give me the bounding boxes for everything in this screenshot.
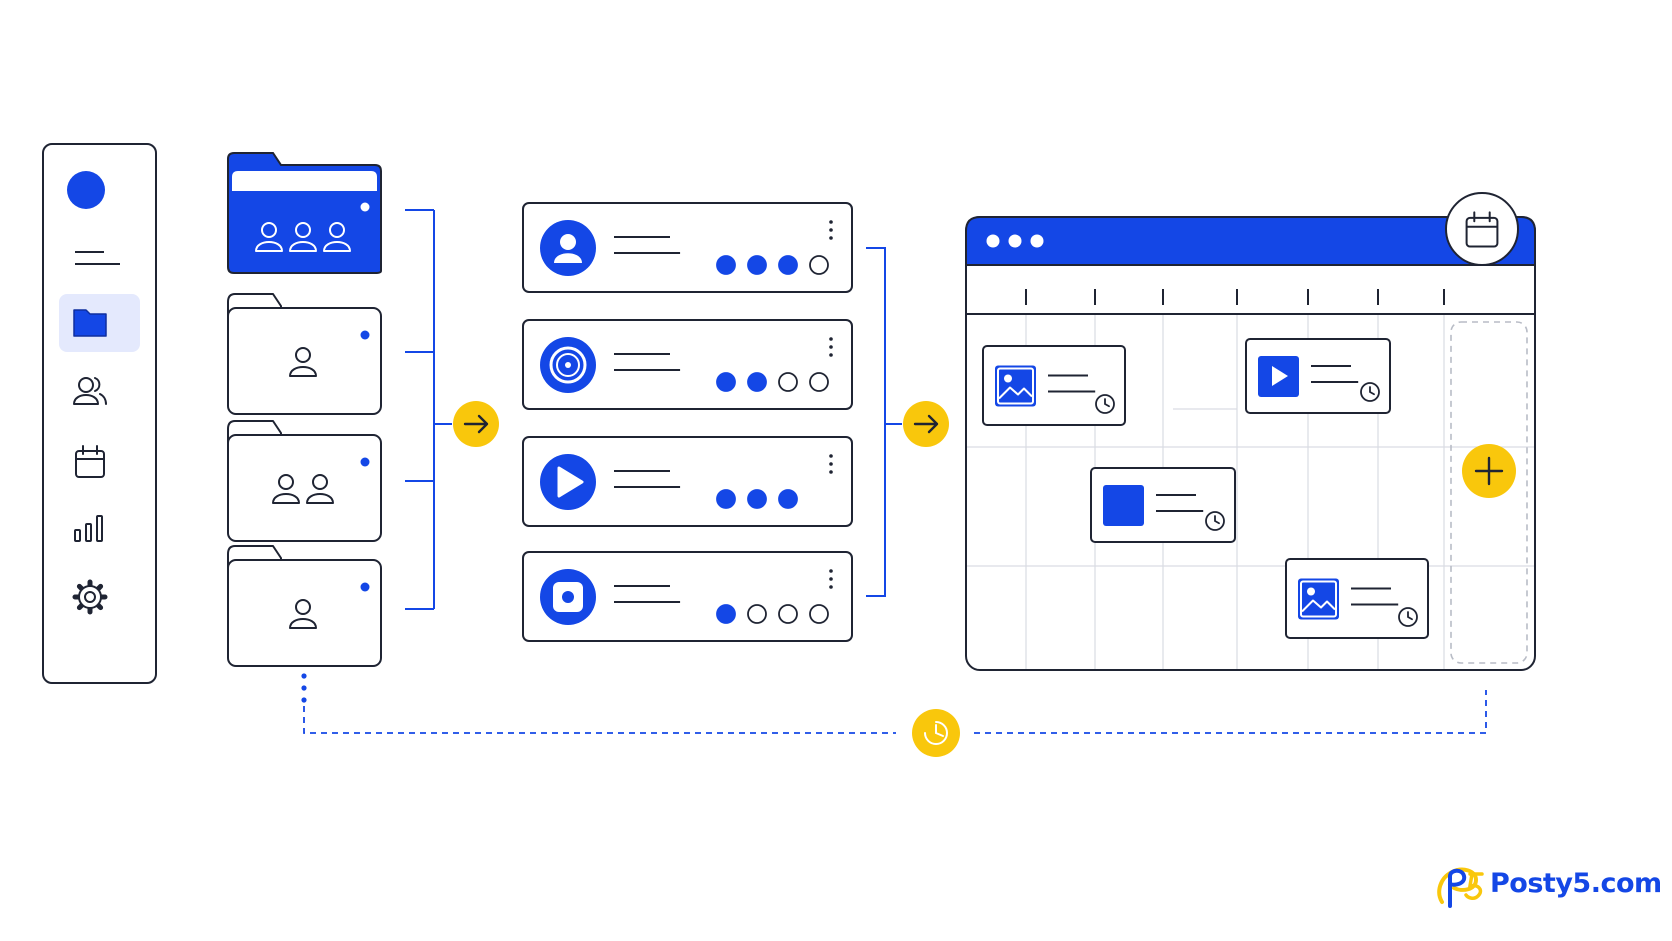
clock-icon: [1205, 511, 1225, 531]
sidebar: [42, 143, 157, 684]
window-dots: [986, 234, 1044, 248]
more-options-icon[interactable]: [829, 569, 833, 589]
folder-icon: [73, 309, 107, 337]
text-lines: [1311, 365, 1359, 383]
sidebar-item-menu-lines[interactable]: [75, 251, 120, 265]
schedule-loop: [301, 673, 1487, 757]
folder-card[interactable]: [227, 293, 382, 415]
add-slot[interactable]: [1450, 321, 1528, 664]
connectors: [405, 209, 902, 610]
text-lines: [614, 353, 681, 371]
square-icon: [1103, 485, 1144, 526]
notification-dot-icon: [360, 582, 370, 592]
image-icon: [1298, 578, 1339, 620]
more-options-icon[interactable]: [829, 337, 833, 357]
status-dots: [716, 489, 798, 509]
clock-icon: [912, 709, 960, 757]
account-card[interactable]: [522, 202, 853, 293]
person-icon: [255, 222, 283, 252]
menu-lines-icon: [75, 251, 120, 265]
folder-list: [227, 152, 382, 667]
more-options-icon[interactable]: [829, 454, 833, 474]
brand-logo[interactable]: Posty5.com: [1432, 862, 1662, 912]
calendar-icon: [75, 445, 105, 478]
text-lines: [1048, 374, 1096, 393]
bar-chart-icon: [74, 515, 103, 542]
arrow-right-icon: [903, 401, 949, 447]
clock-icon: [1095, 394, 1115, 414]
brand-mark-icon: [1437, 867, 1484, 908]
person-icon: [289, 599, 317, 629]
calendar-window: [965, 192, 1536, 671]
calendar-glyph: [75, 445, 105, 478]
circle-avatar-icon: [67, 171, 105, 209]
text-lines: [1156, 494, 1204, 512]
scheduled-posts: [982, 338, 1429, 639]
more-options-icon[interactable]: [829, 220, 833, 240]
sidebar-item-circle-avatar: [67, 171, 105, 209]
person-icon: [306, 474, 334, 504]
calendar-badge[interactable]: [1445, 192, 1519, 266]
text-lines: [614, 585, 681, 603]
play-icon: [1258, 356, 1299, 397]
scheduled-post-card[interactable]: [1245, 338, 1391, 414]
folder-card[interactable]: [227, 152, 382, 274]
status-dots: [716, 372, 829, 392]
sidebar-item-gear[interactable]: [72, 579, 108, 615]
image-icon: [995, 365, 1036, 407]
text-lines: [614, 470, 681, 488]
person-icon: [272, 474, 300, 504]
sidebar-item-folder[interactable]: [59, 294, 140, 352]
account-card[interactable]: [522, 319, 853, 410]
text-lines: [614, 236, 681, 254]
folder-card[interactable]: [227, 545, 382, 667]
account-list: [522, 202, 853, 642]
square-dot-icon: [540, 569, 596, 625]
scheduled-post-card[interactable]: [982, 345, 1126, 426]
person-icon: [289, 222, 317, 252]
users-icon: [73, 377, 107, 405]
notification-dot-icon: [360, 202, 370, 212]
calendar-icon: [1465, 211, 1499, 248]
account-card[interactable]: [522, 436, 853, 527]
account-card[interactable]: [522, 551, 853, 642]
play-icon: [540, 454, 596, 510]
sidebar-item-bar-chart[interactable]: [74, 515, 103, 542]
profile-icon: [540, 220, 596, 276]
status-dots: [716, 604, 829, 624]
status-dots: [716, 255, 829, 275]
person-icon: [289, 347, 317, 377]
clock-icon: [1398, 607, 1418, 627]
gear-icon: [72, 579, 108, 615]
notification-dot-icon: [360, 330, 370, 340]
sidebar-item-calendar[interactable]: [75, 445, 105, 478]
text-lines: [1351, 587, 1399, 606]
person-icon: [323, 222, 351, 252]
target-icon: [540, 337, 596, 393]
clock-icon: [1360, 382, 1380, 402]
sidebar-item-users[interactable]: [73, 377, 107, 405]
brand-name: Posty5.com: [1490, 868, 1662, 899]
scheduled-post-card[interactable]: [1090, 467, 1236, 543]
scheduled-post-card[interactable]: [1285, 558, 1429, 639]
arrow-right-icon: [453, 401, 499, 447]
folder-card[interactable]: [227, 420, 382, 542]
plus-icon[interactable]: [1462, 444, 1516, 498]
notification-dot-icon: [360, 457, 370, 467]
